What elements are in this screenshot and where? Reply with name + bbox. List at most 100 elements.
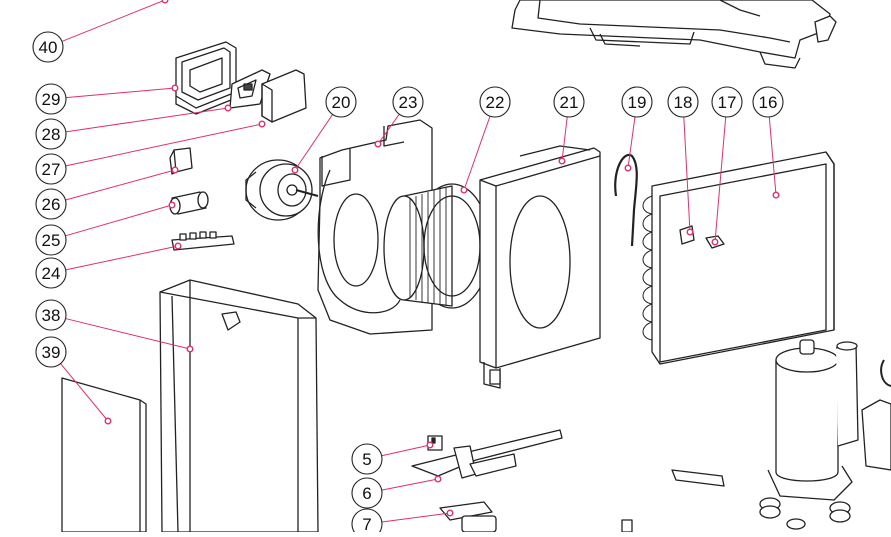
side-panel [61, 377, 147, 533]
anchor-dot-20 [291, 166, 299, 174]
top-tray [511, 0, 837, 69]
anchor-dot-38 [186, 345, 194, 353]
compressor [767, 339, 891, 501]
leader-line-21 [561, 116, 568, 162]
callout-bubble-26 [35, 188, 67, 220]
drain-plug [439, 501, 633, 533]
callout-29: 29 [35, 83, 179, 115]
leader-line-40 [61, 0, 166, 42]
callout-number-18: 18 [674, 93, 693, 112]
leader-line-18 [683, 116, 691, 233]
callout-19: 19 [621, 86, 653, 172]
callout-23: 23 [374, 86, 424, 148]
callout-number-19: 19 [628, 93, 647, 112]
callout-7: 7 [351, 508, 454, 537]
callout-bubble-25 [35, 224, 67, 256]
callout-number-29: 29 [42, 90, 61, 109]
leader-line-28 [65, 107, 229, 133]
leader-line-27 [65, 123, 263, 167]
callout-number-22: 22 [486, 93, 505, 112]
callout-number-16: 16 [759, 93, 778, 112]
callout-16: 16 [752, 86, 784, 199]
anchor-dot-17 [711, 238, 719, 246]
callout-bubble-18 [667, 86, 699, 118]
anchor-dot-29 [171, 84, 179, 92]
callout-18: 18 [667, 86, 699, 236]
callout-22: 22 [460, 86, 511, 194]
callout-number-26: 26 [42, 195, 61, 214]
callout-number-20: 20 [332, 93, 351, 112]
callout-26: 26 [35, 166, 179, 220]
callout-21: 21 [553, 86, 585, 165]
anchor-dot-19 [624, 164, 632, 172]
anchor-dot-21 [558, 157, 566, 165]
leader-line-16 [768, 116, 777, 196]
anchor-dot-6 [434, 475, 442, 483]
callout-bubble-23 [392, 86, 424, 118]
leader-line-5 [381, 444, 431, 457]
callout-number-6: 6 [362, 484, 371, 503]
callout-number-39: 39 [42, 343, 61, 362]
front-panel [159, 279, 319, 533]
drain-hose [614, 153, 638, 247]
callout-bubble-16 [752, 86, 784, 118]
callout-17: 17 [711, 86, 743, 246]
control-cover [261, 69, 307, 123]
callout-bubble-38 [35, 299, 67, 331]
callout-number-17: 17 [718, 93, 737, 112]
leader-line-17 [714, 116, 727, 243]
evaporator-coil [642, 151, 835, 365]
callout-bubble-29 [35, 83, 67, 115]
anchor-dot-7 [446, 509, 454, 517]
terminal-block [171, 231, 235, 251]
evaporator-frame [479, 145, 601, 389]
callout-6: 6 [351, 475, 442, 509]
callout-39: 39 [35, 336, 112, 425]
callout-bubble-17 [711, 86, 743, 118]
leader-line-20 [294, 114, 334, 171]
callout-5: 5 [351, 441, 434, 475]
anchor-dot-23 [374, 140, 382, 148]
callout-bubble-20 [325, 86, 357, 118]
anchor-dot-24 [174, 242, 182, 250]
callout-bubble-27 [35, 153, 67, 185]
anchor-dot-18 [686, 228, 694, 236]
leader-line-23 [377, 113, 400, 145]
callout-bubble-39 [35, 336, 67, 368]
anchor-dot-26 [171, 166, 179, 174]
callout-bubble-40 [32, 31, 64, 63]
callout-28: 28 [35, 104, 232, 150]
callout-24: 24 [35, 242, 182, 289]
callout-38: 38 [35, 299, 194, 353]
callout-number-7: 7 [362, 515, 371, 532]
callout-number-24: 24 [42, 264, 61, 283]
leader-line-19 [627, 116, 636, 169]
leader-line-6 [381, 478, 439, 491]
callout-number-25: 25 [42, 231, 61, 250]
control-box [175, 41, 237, 115]
sensor-clip [679, 225, 695, 245]
callout-bubble-7 [351, 508, 383, 537]
callout-number-28: 28 [42, 125, 61, 144]
callout-25: 25 [35, 201, 176, 256]
base-pad [671, 469, 725, 487]
callout-number-40: 40 [39, 38, 58, 57]
leader-line-25 [65, 204, 173, 237]
callout-number-38: 38 [42, 306, 61, 325]
callout-number-5: 5 [362, 450, 371, 469]
callout-bubble-5 [351, 443, 383, 475]
anchor-dot-40 [161, 0, 169, 4]
leader-line-24 [65, 245, 179, 271]
callout-bubble-19 [621, 86, 653, 118]
callout-20: 20 [291, 86, 357, 174]
leader-line-29 [65, 87, 176, 99]
leader-line-22 [463, 115, 491, 191]
leader-line-7 [381, 512, 451, 523]
callout-number-21: 21 [560, 93, 579, 112]
anchor-dot-27 [258, 120, 266, 128]
anchor-dot-16 [772, 191, 780, 199]
blower-wheel [383, 183, 491, 309]
